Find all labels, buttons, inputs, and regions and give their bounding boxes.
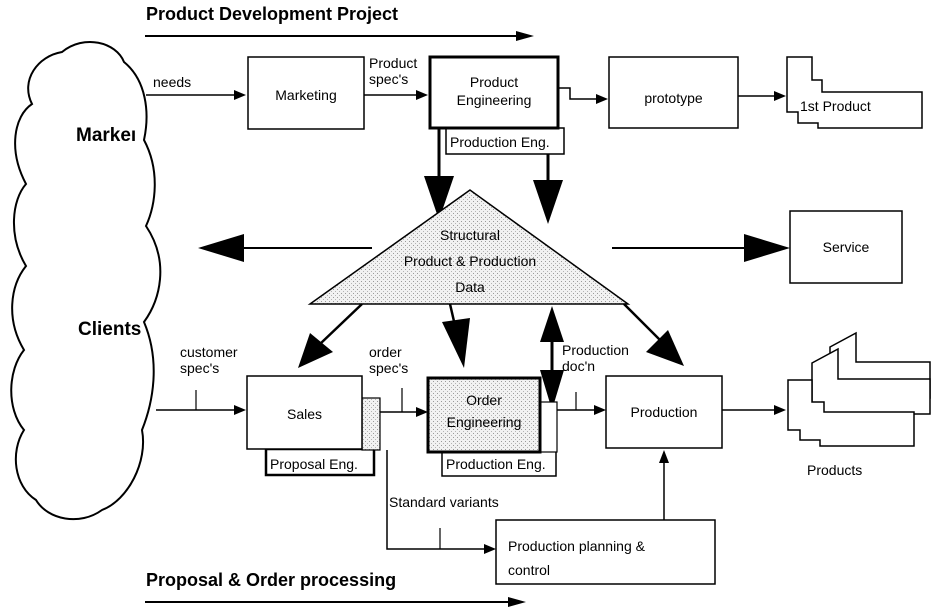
customer-specs-label-2: spec's bbox=[180, 360, 220, 376]
sales-shaded-strip bbox=[361, 397, 381, 451]
needs-arrow bbox=[146, 90, 246, 100]
production-planning-box bbox=[495, 519, 716, 585]
customer-specs-label-1: customer bbox=[180, 344, 238, 360]
top-title: Product Development Project bbox=[146, 4, 399, 24]
production-eng-top-box bbox=[445, 127, 565, 155]
production-planning-label-2: control bbox=[508, 562, 551, 578]
production-box bbox=[605, 375, 723, 449]
bottom-title: Proposal & Order processing bbox=[146, 570, 397, 590]
structural-data-triangle bbox=[307, 189, 631, 305]
standard-variants-connector bbox=[386, 450, 496, 554]
production-docn-label-2: doc'n bbox=[562, 358, 596, 374]
service-label: Service bbox=[822, 239, 870, 255]
order-specs-label-1: order bbox=[369, 344, 402, 360]
product-engineering-box bbox=[428, 55, 560, 130]
products-shape bbox=[787, 331, 931, 447]
products-label: Products bbox=[807, 462, 863, 478]
data-production-eng-double-arrow bbox=[540, 306, 564, 410]
cloud-label-clients: Clients bbox=[78, 319, 142, 340]
product-specs-label-1: Product bbox=[369, 55, 418, 71]
triangle-label-1: Structural bbox=[440, 227, 500, 243]
product-specs-label-2: spec's bbox=[369, 71, 409, 87]
product-engineering-label-2: Engineering bbox=[456, 92, 532, 108]
planning-to-production-arrow bbox=[659, 450, 669, 520]
sales-box bbox=[246, 375, 363, 450]
order-eng-strip bbox=[539, 401, 558, 453]
product-engineering-label-1: Product bbox=[469, 74, 519, 90]
triangle-label-2: Product & Production bbox=[403, 253, 537, 269]
order-engineering-label-1: Order bbox=[466, 392, 502, 408]
standard-variants-label: Standard variants bbox=[389, 494, 499, 510]
customer-specs-arrow bbox=[156, 390, 246, 415]
production-eng-bottom-box bbox=[441, 449, 557, 477]
data-to-order-eng-arrow bbox=[442, 303, 470, 368]
top-title-arrow bbox=[145, 31, 534, 41]
order-specs-label-2: spec's bbox=[369, 360, 409, 376]
cloud-label-market: Markeı bbox=[76, 125, 137, 146]
needs-label: needs bbox=[153, 74, 192, 90]
first-product-shape bbox=[786, 56, 923, 129]
data-to-market-arrow bbox=[198, 234, 372, 262]
product-specs-arrow bbox=[364, 90, 428, 100]
marketing-label: Marketing bbox=[275, 87, 337, 103]
prototype-arrow bbox=[558, 87, 608, 104]
bottom-title-arrow bbox=[145, 597, 526, 607]
first-product-arrow bbox=[738, 91, 786, 101]
products-arrow bbox=[722, 405, 786, 415]
proposal-eng-label: Proposal Eng. bbox=[270, 456, 358, 472]
pe-to-data-arrow bbox=[424, 128, 454, 220]
triangle-label-3: Data bbox=[455, 279, 485, 295]
prototype-label: prototype bbox=[644, 90, 703, 106]
production-docn-label-1: Production bbox=[562, 342, 629, 358]
first-product-label: 1st Product bbox=[800, 98, 871, 114]
order-engineering-label-2: Engineering bbox=[446, 414, 522, 430]
prodeng-to-data-arrow bbox=[533, 154, 563, 224]
sales-label: Sales bbox=[286, 406, 323, 422]
order-engineering-box bbox=[426, 376, 542, 454]
production-eng-bottom-label: Production Eng. bbox=[446, 456, 546, 472]
production-label: Production bbox=[630, 404, 698, 420]
market-clients-cloud bbox=[10, 40, 162, 521]
marketing-box bbox=[247, 56, 365, 130]
production-docn-arrow bbox=[557, 392, 606, 415]
data-to-service-arrow bbox=[612, 234, 790, 262]
production-planning-label-1: Production planning & bbox=[508, 538, 645, 554]
production-eng-top-label: Production Eng. bbox=[450, 134, 550, 150]
prototype-box bbox=[608, 56, 739, 129]
data-to-sales-arrow bbox=[298, 303, 363, 368]
service-box bbox=[789, 210, 903, 284]
order-specs-arrow bbox=[380, 388, 428, 417]
data-to-production-arrow bbox=[623, 303, 684, 366]
